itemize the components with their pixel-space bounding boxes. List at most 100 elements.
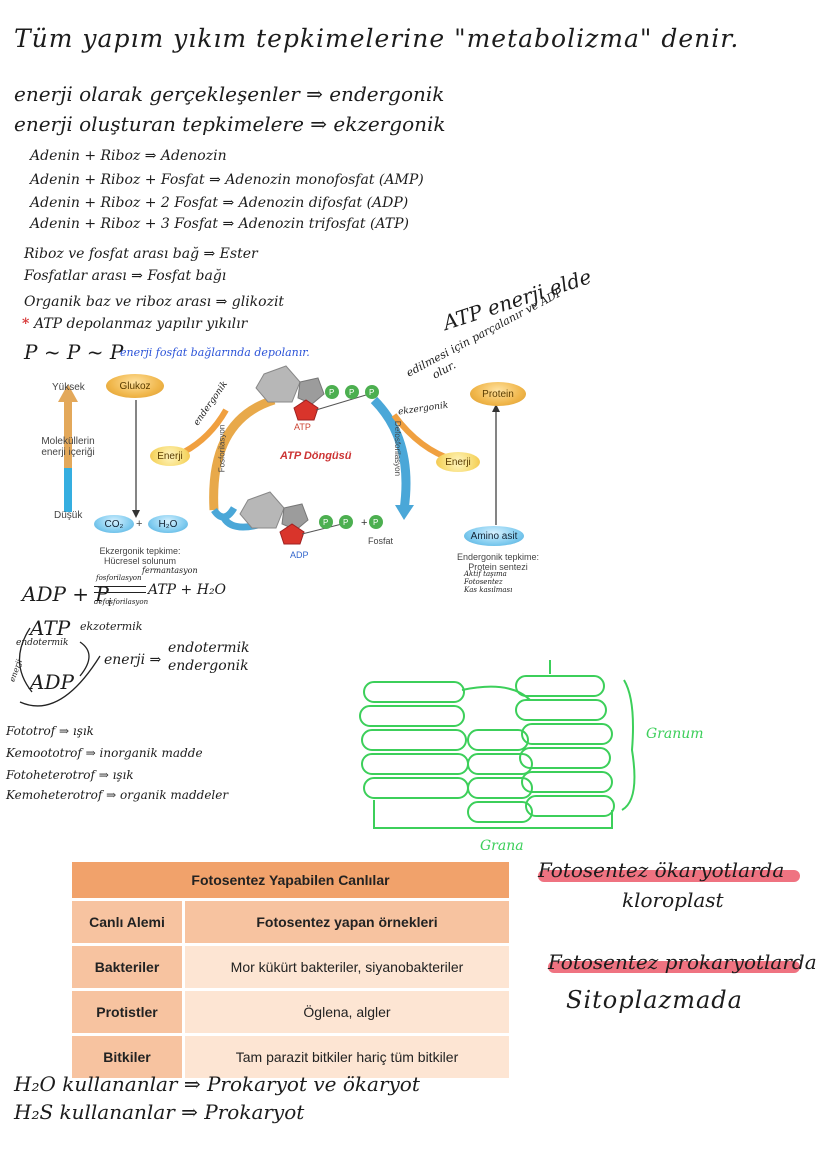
photosynthesis-table: Fotosentez Yapabilen Canlılar Canlı Alem…: [72, 862, 509, 1078]
highlight-strike-1: [538, 870, 800, 882]
cycle-endo: endotermik: [16, 638, 69, 648]
star-mark: *: [22, 316, 30, 332]
thylakoid-left-5: [363, 777, 469, 799]
dephosphorylation-arc: [370, 396, 411, 511]
highlight-strike-2: [548, 961, 800, 973]
table-cell-kingdom: Protistler: [72, 988, 185, 1033]
protein-pill: Protein: [470, 382, 526, 406]
thylakoid-left-3: [361, 729, 467, 751]
ppp-chain: P ~ P ~ P: [24, 340, 124, 364]
grana-label: Grana: [480, 838, 524, 854]
exergonic-title: Ekzergonik tepkime:: [99, 546, 181, 556]
thylakoid-connector-1: [461, 685, 590, 701]
adp-phosphate-1: [319, 515, 333, 529]
cycle-sketch-left: [18, 627, 33, 693]
phosphate-letter: P: [323, 518, 328, 527]
cycle-r1: endotermik: [168, 640, 250, 656]
cycle-sketch: [18, 627, 101, 707]
cycle-enerji: enerji ⇒: [104, 652, 162, 668]
energy-left-burst: Enerji: [150, 446, 190, 466]
glucose-pill: Glukoz: [106, 374, 164, 398]
note-endergonic: enerji olarak gerçekleşenler ⇒ endergoni…: [14, 82, 445, 106]
thylakoid-left-1: [363, 681, 465, 703]
ppp-note: enerji fosfat bağlarında depolanır.: [120, 346, 310, 359]
thylakoid-mid-2: [467, 753, 533, 775]
phosphorylation-arc-tail: [211, 506, 238, 521]
plus-sign: +: [361, 517, 367, 529]
granum-label: Granum: [646, 726, 704, 742]
atp-note-1: ATP enerji elde: [440, 264, 595, 335]
cycle-sketch-bottom: [19, 655, 101, 707]
adp-phosphate-2: [339, 515, 353, 529]
thylakoid-right-2: [515, 699, 607, 721]
energy-in-arrow: [182, 408, 229, 455]
phosphorylation-label: Fosforilasyon: [217, 424, 227, 473]
cycle-adp: ADP: [30, 670, 74, 694]
atp-label: ATP: [294, 422, 311, 432]
troph-phototroph: Fototrof ⇒ ışık: [6, 724, 94, 738]
side-eukaryote: Fotosentez ökaryotlarda: [538, 858, 785, 882]
table-cell-examples: Öglena, algler: [185, 988, 509, 1033]
energy-bar-bottom: [64, 468, 72, 512]
label-high: Yüksek: [52, 382, 85, 393]
table-header-examples: Fotosentez yapan örnekleri: [185, 898, 509, 943]
thylakoid-left-4: [361, 753, 469, 775]
energy-bar-arrowhead: [58, 384, 78, 402]
formula-atp: Adenin + Riboz + 3 Fosfat ⇒ Adenozin tri…: [30, 216, 409, 232]
atp-phosphate-1: [325, 385, 339, 399]
adp-adenine-ring-2: [281, 503, 309, 531]
dephosphorylation-label: Defosforilasyon: [393, 420, 403, 477]
amino-acid-pill: Amino asit: [464, 526, 524, 546]
side-chloroplast: kloroplast: [622, 888, 724, 912]
atp-phosphate-3: [365, 385, 379, 399]
thylakoid-left-2: [359, 705, 465, 727]
energy-right-burst: Enerji: [436, 452, 480, 472]
exergonic-hand: fermantasyon: [142, 566, 198, 575]
note-exergonic: enerji oluşturan tepkimelere ⇒ ekzergoni…: [14, 112, 446, 136]
exergonic-sub: Hücresel solunum: [103, 556, 177, 566]
table-cell-examples: Tam parazit bitkiler hariç tüm bitkiler: [185, 1033, 509, 1078]
energy-bar-top: [64, 400, 72, 512]
atp-phosphate-2: [345, 385, 359, 399]
glucose-arrowhead: [132, 510, 140, 518]
endergonic-hand-2: Fotosentez: [464, 578, 503, 586]
equation-sub: i: [108, 596, 112, 609]
endergonic-hand-1: Aktif taşıma: [464, 570, 507, 578]
phosphate-letter: P: [369, 388, 374, 397]
phosphate-letter: P: [349, 388, 354, 397]
grana-bracket: [373, 800, 613, 829]
table-header-kingdom: Canlı Alemi: [72, 898, 185, 943]
table-cell-kingdom: Bitkiler: [72, 1033, 185, 1078]
side-prokaryote: Fotosentez prokaryotlarda: [548, 950, 817, 974]
table-cell-kingdom: Bakteriler: [72, 943, 185, 988]
plus-co2-h2o: +: [136, 518, 143, 530]
bottom-h2s: H₂S kullananlar ⇒ Prokaryot: [14, 1100, 305, 1124]
thylakoid-right-5: [521, 771, 613, 793]
h2o-pill: H₂O: [148, 515, 188, 533]
equation-arrow-bottom: [94, 592, 146, 593]
thylakoid-right-6: [525, 795, 615, 817]
table-row: Bitkiler Tam parazit bitkiler hariç tüm …: [72, 1033, 509, 1078]
bond-phosphate: Fosfatlar arası ⇒ Fosfat bağı: [24, 268, 227, 284]
atp-adenine-ring: [255, 365, 301, 403]
bottom-h2o: H₂O kullananlar ⇒ Prokaryot ve ökaryot: [14, 1072, 420, 1096]
table-row: Protistler Öglena, algler: [72, 988, 509, 1033]
co2-pill: CO₂: [94, 515, 134, 533]
cycle-atp: ATP: [30, 616, 71, 640]
equation-rhs: ATP + H₂O: [148, 582, 227, 598]
adp-label: ADP: [290, 550, 309, 560]
thylakoid-right-3: [521, 723, 613, 745]
equation-bottom: defosforilasyon: [94, 598, 149, 606]
dephosphorylation-arrowhead: [395, 505, 414, 520]
bond-glycoside: Organik baz ve riboz arası ⇒ glikozit: [24, 294, 285, 310]
thylakoid-mid-4: [467, 801, 533, 823]
endergonic-title: Endergonik tepkime:: [456, 552, 540, 562]
thylakoid-right-4: [519, 747, 611, 769]
table-row: Bakteriler Mor kükürt bakteriler, siyano…: [72, 943, 509, 988]
adp-adenine-ring: [239, 491, 285, 529]
free-phosphate: [369, 515, 383, 529]
formula-amp: Adenin + Riboz + Fosfat ⇒ Adenozin monof…: [30, 172, 424, 188]
troph-photoheterotroph: Fotoheterotrof ⇒ ışık: [6, 768, 134, 782]
